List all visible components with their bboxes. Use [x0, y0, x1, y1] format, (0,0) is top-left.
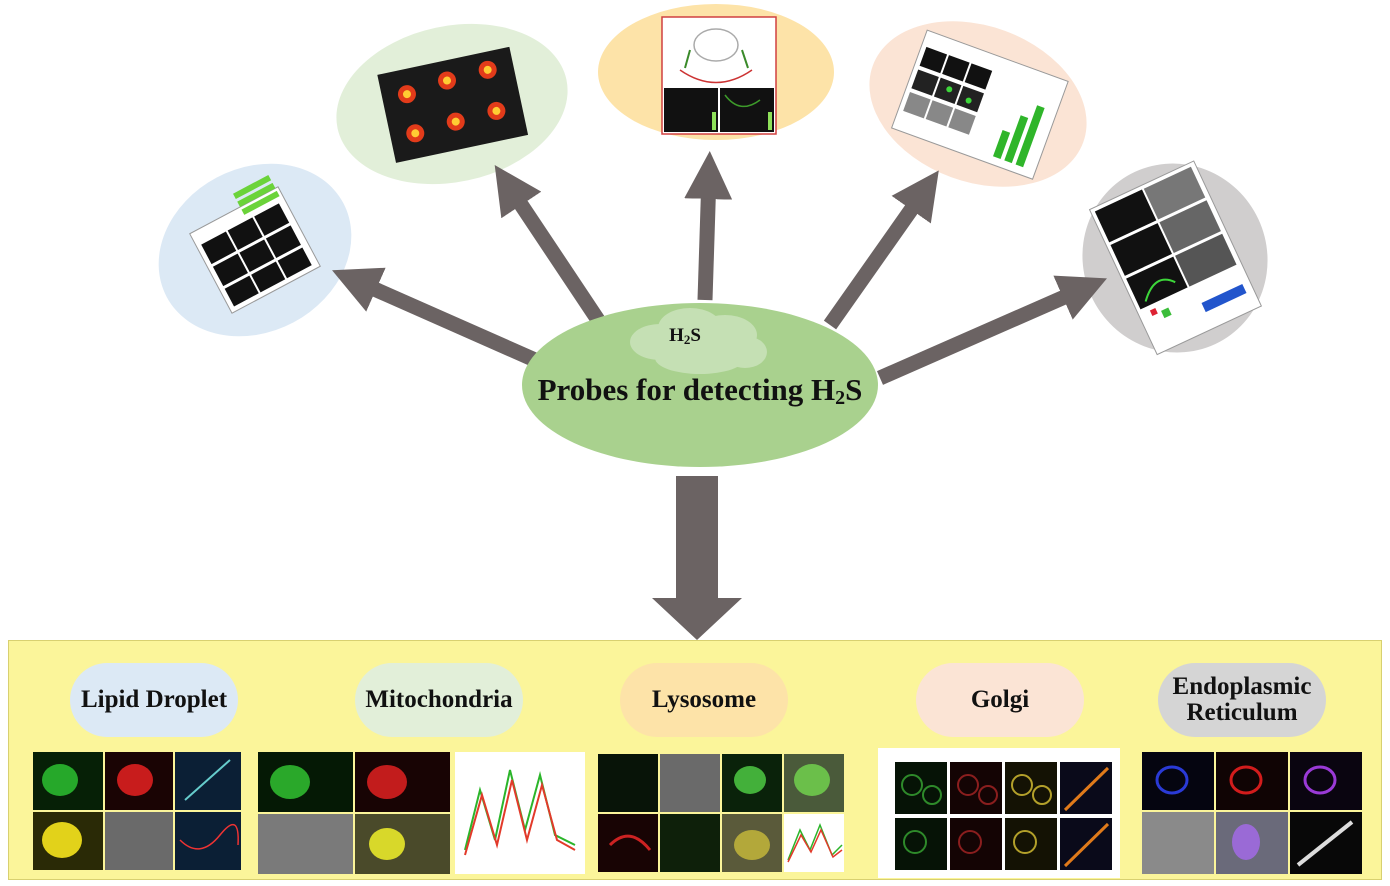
- arrow-to-green: [494, 165, 605, 325]
- arrow-to-yellow: [684, 151, 733, 301]
- micrograph-lysosome: [598, 754, 844, 872]
- center-title: Probes for detecting H2S: [537, 372, 863, 409]
- organelle-label-endoplasmic-reticulum: Endoplasmic Reticulum: [1158, 663, 1326, 737]
- micrograph-mitochondria: [258, 752, 585, 874]
- oval-gray-organism-imaging: [1082, 160, 1268, 356]
- arrow-to-blue: [332, 267, 539, 367]
- micrograph-lipid-droplet: [33, 752, 241, 870]
- organelle-label-text: Endoplasmic: [1172, 672, 1312, 700]
- arrow-to-peach: [823, 170, 939, 330]
- cloud-h2s-label: H2S: [669, 325, 701, 347]
- arrow-to-gray: [876, 275, 1107, 385]
- organelle-label-text: Lipid Droplet: [80, 685, 228, 713]
- oval-yellow-tissue-imaging: [598, 4, 834, 140]
- micrograph-endoplasmic-reticulum: [1142, 752, 1362, 874]
- organelle-label-mitochondria: Mitochondria: [355, 663, 523, 737]
- organelle-label-lysosome: Lysosome: [620, 663, 788, 737]
- center-ellipse: [522, 303, 878, 467]
- micrograph-golgi: [878, 748, 1120, 878]
- organelle-label-text: Reticulum: [1186, 699, 1298, 726]
- organelle-label-text: Lysosome: [651, 685, 757, 713]
- down-arrow: [652, 476, 742, 640]
- h2s-cloud: [630, 308, 767, 374]
- oval-green-mouse-imaging: [336, 23, 568, 185]
- organelle-label-lipid-droplet: Lipid Droplet: [70, 663, 238, 737]
- organelle-label-golgi: Golgi: [916, 663, 1084, 737]
- organelle-label-text: Mitochondria: [365, 685, 513, 713]
- oval-blue-imaging: [158, 163, 352, 337]
- organelle-label-text: Golgi: [970, 685, 1030, 713]
- oval-peach-cell-imaging: [869, 21, 1087, 187]
